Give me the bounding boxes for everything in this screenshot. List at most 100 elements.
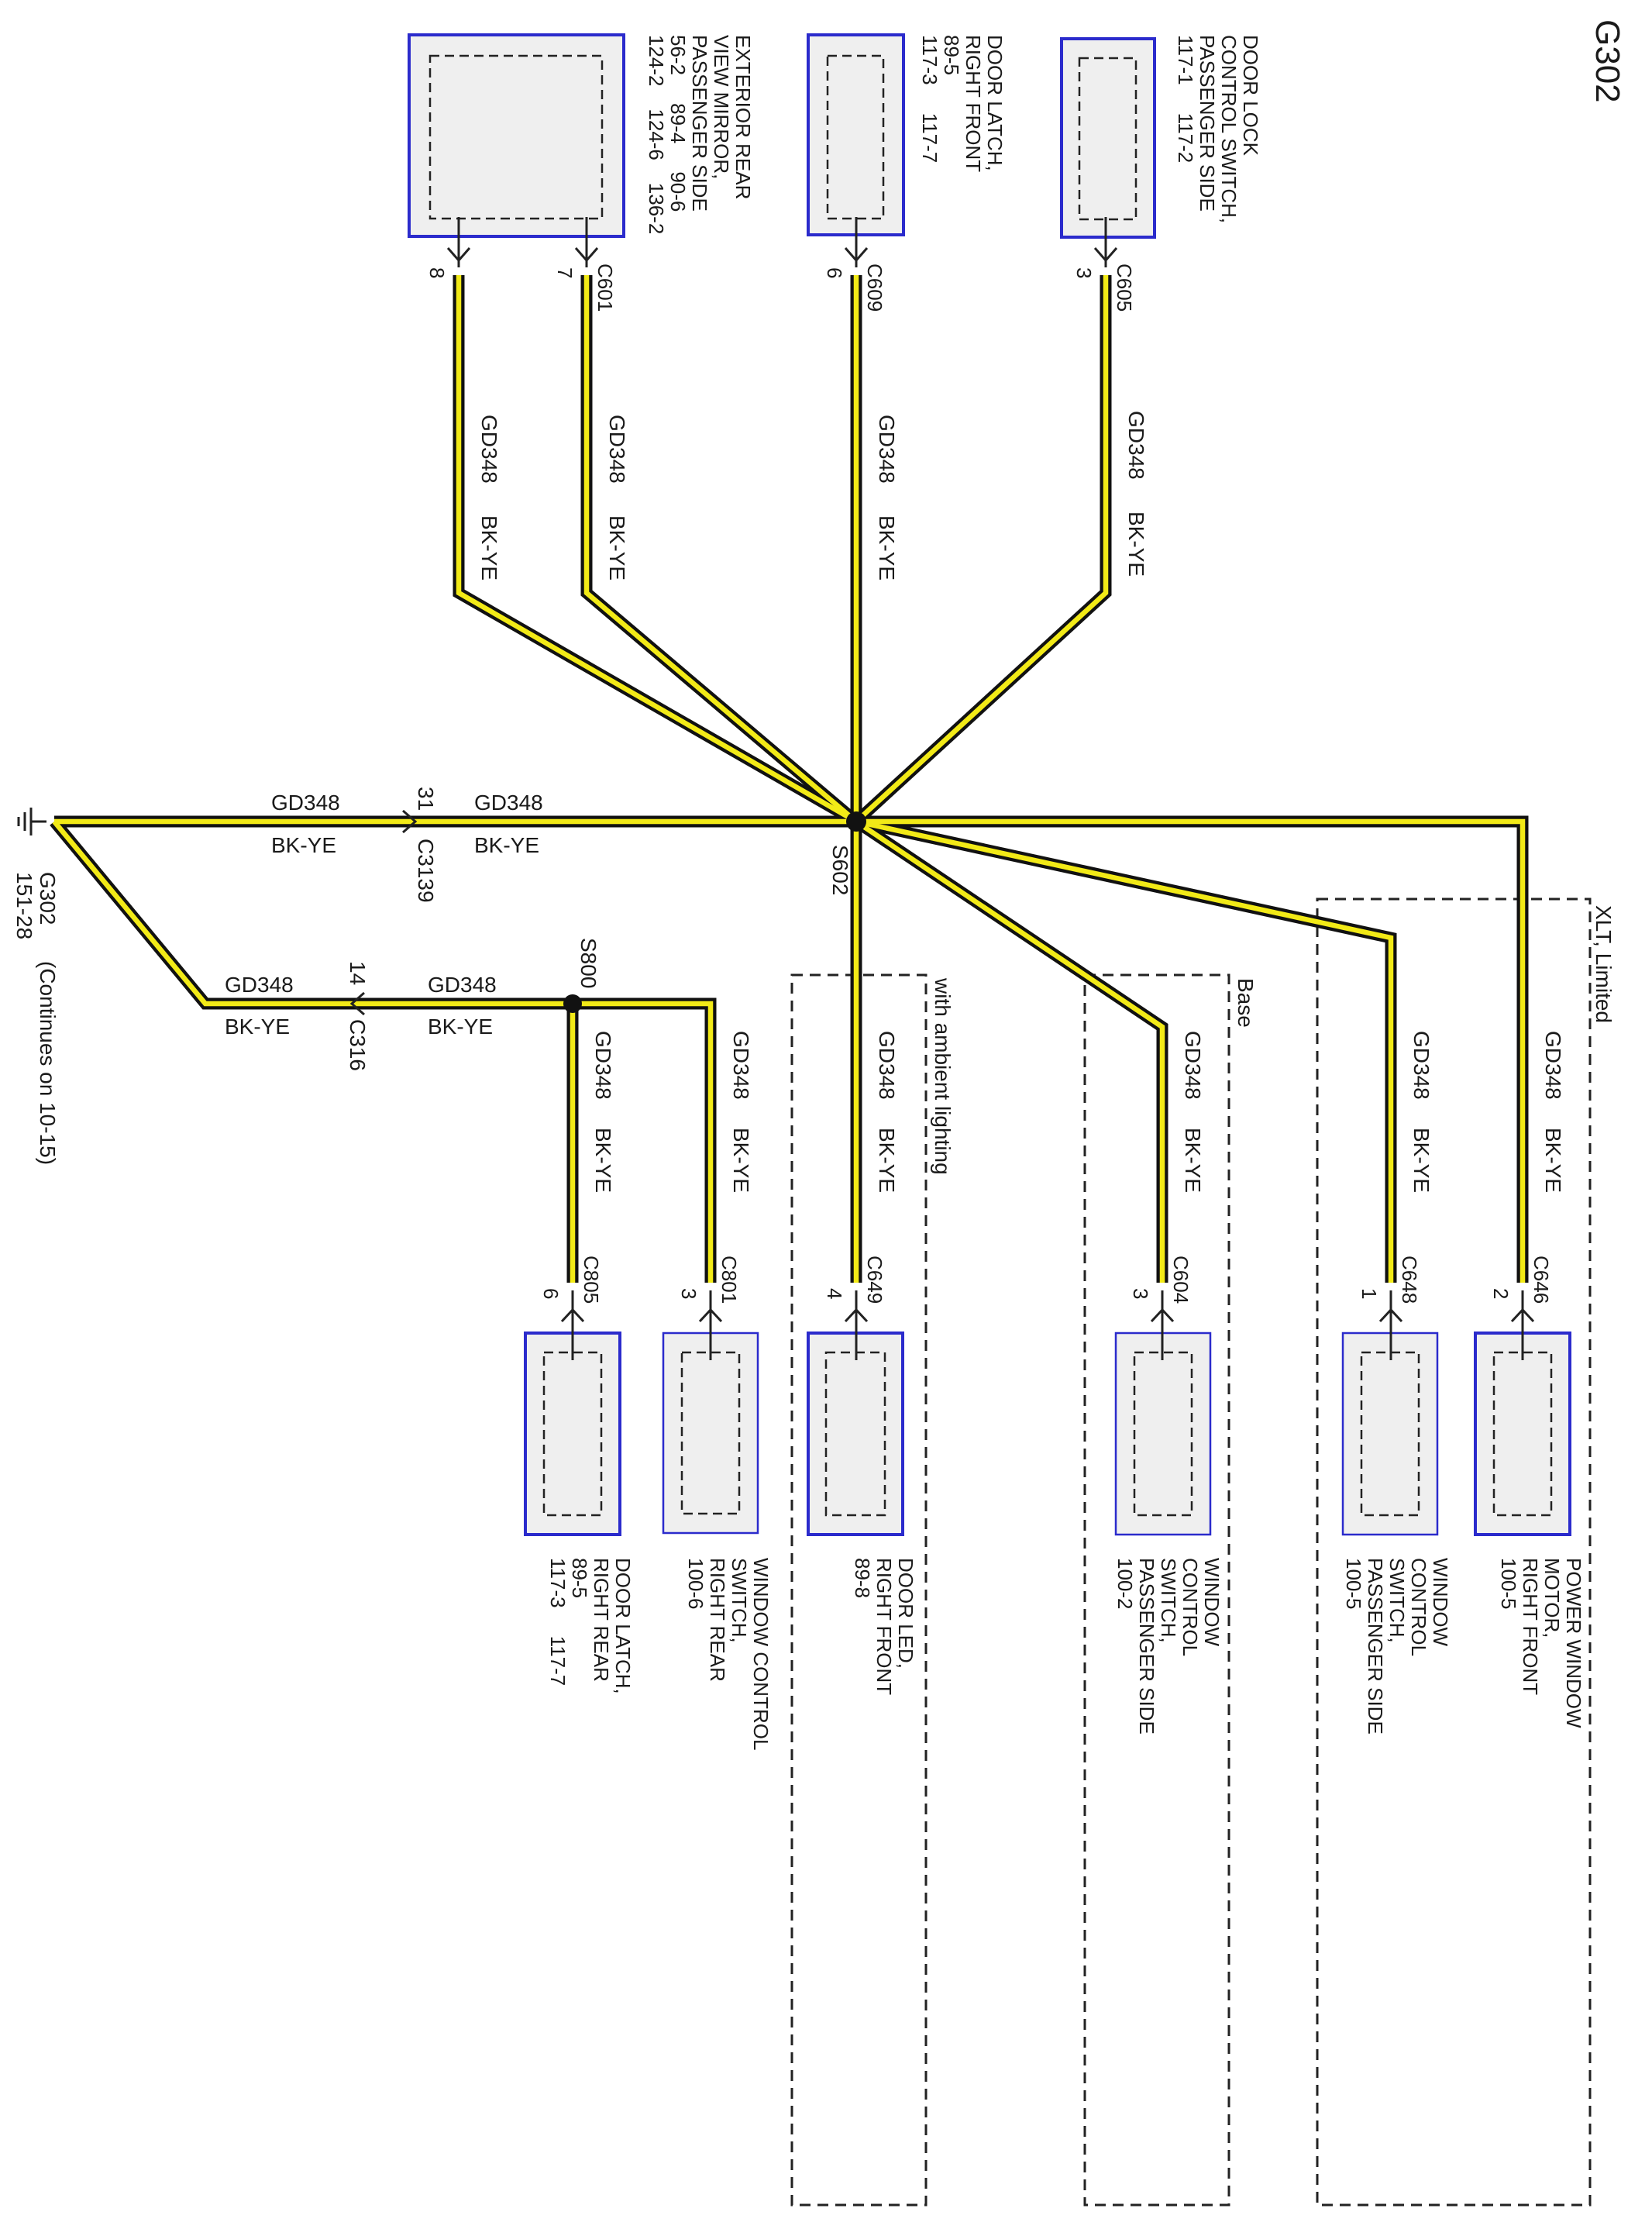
c3139-chevron [402, 809, 418, 834]
wire-winxlt-code: GD348 [1409, 1031, 1433, 1100]
winbase-label-3: SWITCH, [1157, 1558, 1180, 1643]
ground-icon [17, 808, 46, 835]
winbase-label-2: CONTROL [1179, 1558, 1202, 1656]
lock-label-2: CONTROL SWITCH, [1217, 35, 1241, 223]
conn-motor-name: C646 [1530, 1256, 1553, 1304]
led-label-1: DOOR LED, [894, 1558, 917, 1669]
wire-label-c3139-left-code: GD348 [271, 791, 340, 815]
c316-name: C316 [346, 1019, 370, 1071]
winxlt-ref-1: 100-5 [1342, 1558, 1365, 1610]
conn-winbase-name: C604 [1169, 1256, 1193, 1304]
wire-latchfront-color: BK-YE [875, 515, 899, 581]
conn-winxlt-name: C648 [1398, 1256, 1421, 1304]
continues-note: (Continues on 10-15) [36, 961, 60, 1165]
wire-label-c3139-left-color: BK-YE [271, 833, 336, 857]
wire-winrear-code: GD348 [729, 1031, 753, 1100]
mirror-ref-2: 124-2 124-6 136-2 [645, 35, 668, 234]
component-latch-front [807, 33, 905, 236]
wire-mirror8-color: BK-YE [477, 515, 501, 581]
latchrear-label-1: DOOR LATCH, [611, 1558, 635, 1694]
led-label-2: RIGHT FRONT [872, 1558, 896, 1695]
component-lock-switch [1060, 37, 1156, 239]
latchfront-label-1: DOOR LATCH, [983, 35, 1007, 171]
conn-led-name: C649 [863, 1256, 886, 1304]
wire-led-color: BK-YE [875, 1128, 899, 1193]
wire-latchfront-code: GD348 [875, 415, 899, 484]
wire-winbase-code: GD348 [1181, 1031, 1205, 1100]
winbase-label-4: PASSENGER SIDE [1135, 1558, 1158, 1735]
component-window-switch-rear [662, 1332, 759, 1535]
mirror-label-3: PASSENGER SIDE [688, 35, 711, 212]
winxlt-label-4: PASSENGER SIDE [1364, 1558, 1387, 1735]
splice-s602 [846, 811, 866, 832]
wire-winrear-color: BK-YE [729, 1128, 753, 1193]
component-mirror [408, 33, 625, 238]
group-label-xlt: XLT, Limited [1592, 905, 1616, 1023]
wire-mirror-8 [453, 275, 859, 827]
mirror-label-1: EXTERIOR REAR [731, 35, 755, 199]
group-frame-ambient [790, 973, 928, 2207]
wire-label-c316-left-code: GD348 [225, 973, 294, 997]
conn-winbase-pin: 3 [1129, 1288, 1152, 1299]
wire-motor-color: BK-YE [1541, 1128, 1565, 1193]
winxlt-label-3: SWITCH, [1385, 1558, 1409, 1643]
lock-ref-1: 117-1 117-2 [1174, 35, 1197, 163]
winxlt-label-1: WINDOW [1429, 1558, 1452, 1647]
conn-mirror-pin7: 7 [553, 267, 576, 278]
latchfront-ref-1: 89-5 [940, 35, 963, 75]
wire-window-base [852, 816, 1168, 1283]
conn-winrear-name: C801 [718, 1256, 741, 1304]
component-latch-rear [524, 1332, 621, 1536]
wire-latchrear-code: GD348 [591, 1031, 615, 1100]
conn-latchrear-pin: 6 [539, 1288, 563, 1299]
mirror-ref-1: 56-2 89-4 90-6 [666, 35, 690, 212]
group-label-ambient: with ambient lighting [931, 977, 955, 1175]
ground-ref: 151-28 [12, 872, 36, 939]
latchfront-label-2: RIGHT FRONT [962, 35, 985, 172]
splice-s800 [563, 994, 582, 1013]
wire-winbase-color: BK-YE [1181, 1128, 1205, 1193]
component-power-window-motor [1474, 1332, 1571, 1536]
lock-label-3: PASSENGER SIDE [1196, 35, 1219, 212]
conn-winrear-pin: 3 [677, 1288, 700, 1299]
wire-label-c3139-right-color: BK-YE [474, 833, 539, 857]
led-ref-1: 89-8 [851, 1558, 874, 1598]
motor-label-2: MOTOR, [1540, 1558, 1564, 1638]
wire-label-c3139-right-code: GD348 [474, 791, 543, 815]
conn-latchfront-pin: 6 [823, 267, 846, 278]
ground-label: G302 [36, 872, 60, 925]
wire-label-c316-right-color: BK-YE [428, 1015, 493, 1039]
conn-motor-pin: 2 [1489, 1288, 1513, 1299]
conn-latchfront-name: C609 [863, 264, 886, 312]
group-label-base: Base [1234, 978, 1258, 1028]
splice-s602-label: S602 [828, 845, 852, 895]
winxlt-label-2: CONTROL [1407, 1558, 1430, 1656]
winbase-label-1: WINDOW [1200, 1558, 1224, 1647]
conn-mirror-pin8: 8 [425, 267, 449, 278]
connector-stubs [349, 217, 1535, 1360]
splice-s800-label: S800 [576, 938, 601, 988]
component-window-switch-base [1114, 1332, 1212, 1536]
wire-label-c316-right-code: GD348 [428, 973, 497, 997]
latchrear-ref-1: 89-5 [568, 1558, 591, 1598]
group-frame-base [1083, 973, 1230, 2207]
conn-latchrear-name: C805 [580, 1256, 603, 1304]
component-window-switch-xlt [1341, 1332, 1439, 1536]
latchfront-ref-2: 117-3 117-7 [918, 35, 941, 163]
wire-motor-code: GD348 [1541, 1031, 1565, 1100]
conn-lock-name: C605 [1113, 264, 1136, 312]
wire-winxlt-color: BK-YE [1409, 1128, 1433, 1193]
motor-label-1: POWER WINDOW [1562, 1558, 1585, 1728]
winbase-ref-1: 100-2 [1113, 1558, 1137, 1610]
page-title: G302 [1588, 19, 1626, 103]
winrear-ref-1: 100-6 [684, 1558, 707, 1610]
c3139-pin: 31 [414, 787, 438, 811]
conn-winxlt-pin: 1 [1358, 1288, 1381, 1299]
conn-led-pin: 4 [823, 1288, 846, 1299]
wire-mirror7-code: GD348 [605, 415, 629, 484]
wire-mirror7-color: BK-YE [605, 515, 629, 581]
wire-mirror8-code: GD348 [477, 415, 501, 484]
winrear-label-2: SWITCH, [728, 1558, 751, 1643]
wire-led-code: GD348 [875, 1031, 899, 1100]
component-door-led [807, 1332, 904, 1536]
